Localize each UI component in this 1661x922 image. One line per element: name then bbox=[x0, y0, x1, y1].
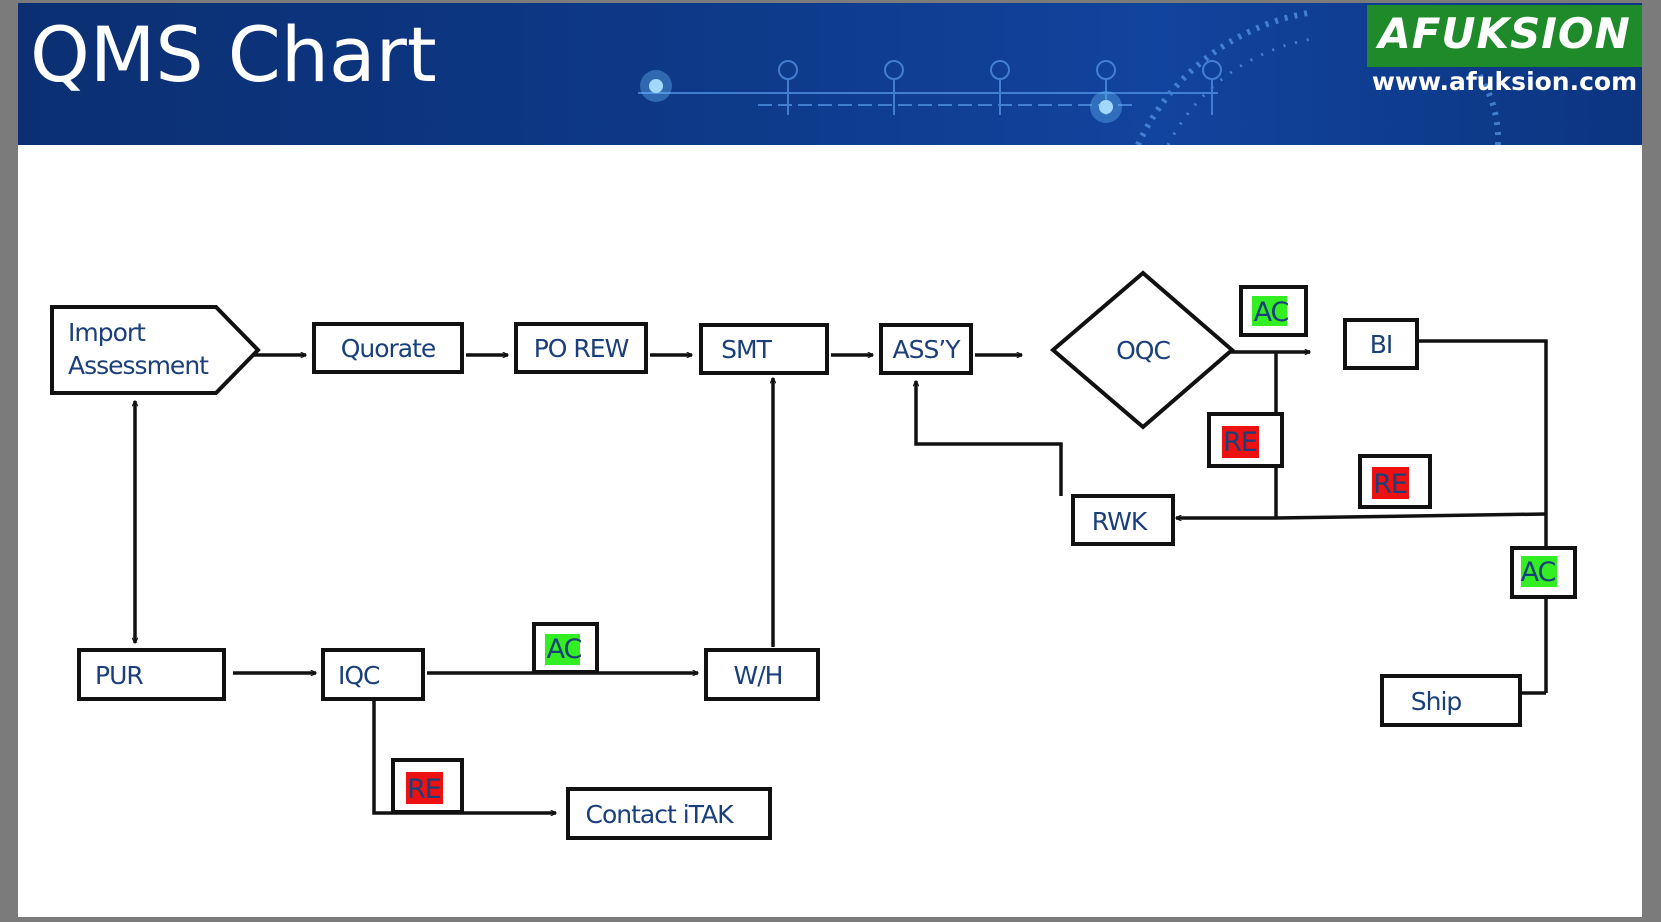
slide: QMS Chart AFUKSION www.afuksion.com bbox=[18, 3, 1642, 917]
contact-itak-label: Contact iTAK bbox=[586, 800, 735, 829]
quorate-label: Quorate bbox=[341, 334, 436, 363]
tag-ac-bi-label: AC bbox=[1521, 557, 1556, 588]
wh-label: W/H bbox=[734, 661, 783, 690]
ship-label: Ship bbox=[1411, 687, 1462, 716]
pur-node bbox=[77, 648, 226, 701]
iqc-node bbox=[321, 648, 425, 701]
ship-node bbox=[1380, 674, 1522, 727]
tag-re-oqc: RE bbox=[1207, 412, 1284, 468]
logo-url: www.afuksion.com bbox=[1371, 67, 1638, 96]
arrow-iqc-to-contact bbox=[372, 699, 556, 813]
tag-ac-iqc-label: AC bbox=[547, 634, 582, 665]
smt-node bbox=[699, 323, 829, 375]
wh-node bbox=[704, 648, 820, 701]
tag-re-bi-label: RE bbox=[1373, 469, 1407, 500]
bi-label: BI bbox=[1370, 330, 1393, 359]
smt-label: SMT bbox=[721, 335, 772, 364]
po-rew-node bbox=[514, 322, 648, 374]
iqc-label: IQC bbox=[338, 661, 380, 690]
assy-label: ASS’Y bbox=[892, 335, 961, 364]
po-rew-label: PO REW bbox=[534, 334, 629, 363]
oqc-decision-node bbox=[1049, 270, 1236, 430]
import-label-line2: Assessment bbox=[68, 351, 209, 380]
pur-label: PUR bbox=[95, 661, 143, 690]
tag-re-oqc-label: RE bbox=[1223, 427, 1257, 458]
connector-bi-reject bbox=[1275, 512, 1547, 520]
contact-itak-node bbox=[566, 787, 772, 840]
page-title: QMS Chart bbox=[30, 10, 437, 99]
import-assessment-node bbox=[50, 305, 261, 395]
import-label-line1: Import bbox=[68, 318, 146, 347]
tag-ac-bi: AC bbox=[1510, 546, 1577, 599]
tag-ac-oqc: AC bbox=[1239, 285, 1308, 337]
logo: AFUKSION bbox=[1367, 5, 1642, 67]
qms-flowchart: Import Assessment Quorate PO REW SMT ASS… bbox=[50, 270, 1577, 840]
logo-text: AFUKSION bbox=[1378, 9, 1631, 58]
tag-re-bi: RE bbox=[1358, 454, 1432, 509]
rwk-label: RWK bbox=[1092, 507, 1148, 536]
quorate-node bbox=[312, 322, 464, 374]
arrow-rwk-to-assy bbox=[916, 381, 1063, 496]
bi-node bbox=[1343, 318, 1419, 370]
tag-re-iqc-label: RE bbox=[407, 774, 441, 805]
oqc-label: OQC bbox=[1116, 336, 1170, 365]
tag-ac-oqc-label: AC bbox=[1254, 297, 1289, 328]
rwk-node bbox=[1071, 494, 1175, 546]
tag-ac-iqc: AC bbox=[532, 622, 599, 674]
circuit-decoration bbox=[638, 10, 1502, 145]
assy-node bbox=[879, 323, 973, 375]
tag-re-iqc: RE bbox=[391, 758, 464, 814]
